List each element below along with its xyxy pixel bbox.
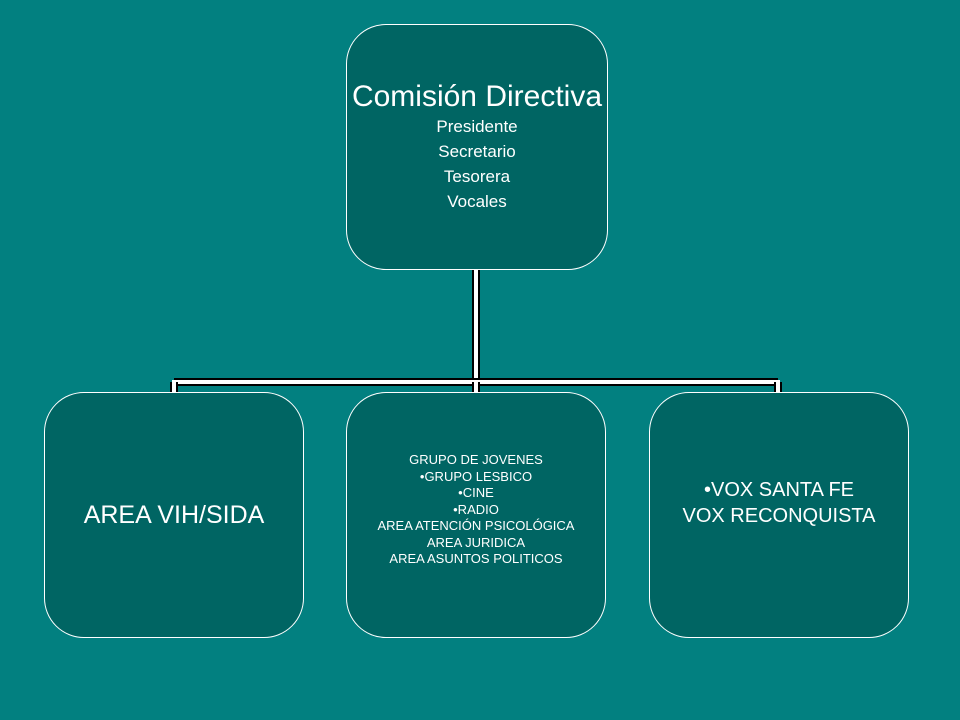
- list-item: •CINE: [458, 485, 494, 501]
- list-item: AREA JURIDICA: [426, 534, 526, 550]
- role-tesorera: Tesorera: [443, 167, 511, 186]
- vox-box: •VOX SANTA FE VOX RECONQUISTA: [649, 392, 909, 638]
- grupo-jovenes-box: GRUPO DE JOVENES •GRUPO LESBICO •CINE •R…: [346, 392, 606, 638]
- area-vih-sida-label: AREA VIH/SIDA: [83, 501, 265, 529]
- list-item: AREA ATENCIÓN PSICOLÓGICA: [377, 518, 575, 534]
- grupo-jovenes-list: GRUPO DE JOVENES •GRUPO LESBICO •CINE •R…: [378, 452, 575, 568]
- comision-directiva-title: Comisión Directiva: [351, 80, 603, 113]
- list-item: AREA ASUNTOS POLITICOS: [389, 551, 563, 567]
- list-item: •RADIO: [453, 501, 499, 517]
- list-item: •VOX SANTA FE: [704, 479, 854, 501]
- list-item: •GRUPO LESBICO: [419, 468, 533, 484]
- role-secretario: Secretario: [438, 142, 516, 161]
- comision-directiva-box: Comisión Directiva Presidente Secretario…: [346, 24, 608, 270]
- role-vocales: Vocales: [447, 192, 507, 211]
- role-presidente: Presidente: [436, 117, 518, 136]
- list-item: GRUPO DE JOVENES: [409, 452, 543, 468]
- list-item: VOX RECONQUISTA: [682, 505, 876, 527]
- vox-list: •VOX SANTA FE VOX RECONQUISTA: [683, 477, 876, 529]
- area-vih-sida-box: AREA VIH/SIDA: [44, 392, 304, 638]
